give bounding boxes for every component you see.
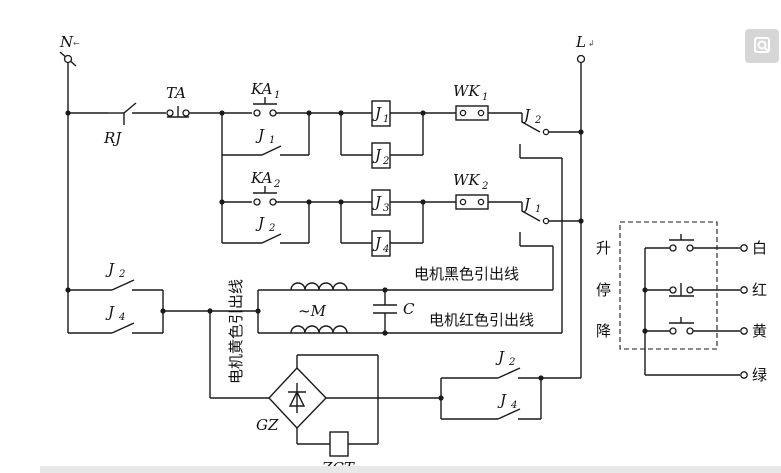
yellow-lead-label: 电机黄色引出线	[227, 279, 245, 384]
wk2-label: WK	[453, 171, 480, 189]
j4-left-label: J	[105, 303, 115, 321]
coil-j2-sub: 2	[382, 156, 389, 167]
j1-interlock-contact-mid	[519, 202, 584, 246]
j1-interlock-mid-label: J	[521, 195, 531, 213]
red-lead-label: 电机红色引出线	[429, 311, 534, 329]
remote-up-label: 升	[596, 239, 611, 257]
j2-holding-contact	[222, 199, 312, 244]
j2-left-label: J	[105, 260, 115, 278]
j1-interlock-mid-sub: 1	[535, 204, 541, 215]
black-lead-label: 电机黑色引出线	[414, 265, 519, 283]
remote-down-label: 降	[596, 322, 611, 340]
coil-j4-label: J	[372, 234, 382, 252]
remote-stop-label: 停	[596, 281, 611, 299]
ka2-label: KA	[250, 169, 273, 187]
ta-label: TA	[166, 84, 186, 102]
j1-holding-contact	[222, 110, 312, 156]
copy-image-button[interactable]	[745, 29, 779, 63]
j1-holding-label: J	[255, 126, 265, 144]
ka2-button	[253, 186, 372, 206]
coil-j4-sub: 4	[382, 244, 389, 255]
j2-interlock-contact-top	[519, 113, 584, 158]
coil-j1-label: J	[372, 104, 382, 122]
remote-white-label: 白	[752, 239, 767, 257]
rectifier-label: GZ	[256, 416, 279, 434]
motor-label: ~M	[298, 302, 327, 320]
copy-image-icon	[754, 37, 770, 53]
j4-bottom-sub: 4	[510, 400, 517, 411]
terminal-l-mark: ↲	[588, 39, 595, 48]
remote-yellow-label: 黄	[752, 322, 767, 340]
rj-thermal-contact	[108, 102, 166, 125]
j2-contact-bottom	[441, 367, 581, 379]
remote-green-label: 绿	[752, 366, 767, 384]
j4-left-sub: 4	[118, 312, 125, 323]
j2-interlock-top-label: J	[521, 106, 531, 124]
j2-interlock-top-sub: 2	[534, 115, 541, 126]
ka1-button	[253, 97, 372, 117]
capacitor	[373, 287, 397, 336]
j2-left-sub: 2	[118, 269, 125, 280]
rectifier-bridge	[268, 355, 327, 444]
ka1-sub: 1	[274, 90, 280, 101]
terminal-n-mark: ←	[73, 39, 80, 48]
j4-contact-bottom	[441, 375, 544, 420]
j2-bottom-label: J	[495, 348, 505, 366]
wk1-label: WK	[453, 82, 480, 100]
j2-contact-left	[65, 279, 163, 293]
j2-holding-label: J	[255, 214, 265, 232]
j4-bottom-label: J	[497, 391, 507, 409]
remote-red-label: 红	[752, 281, 767, 299]
coil-j2-label: J	[372, 146, 382, 164]
ta-button	[166, 106, 252, 118]
j1-holding-sub: 1	[269, 135, 275, 146]
ka2-sub: 2	[273, 179, 280, 190]
j4-contact-left	[68, 322, 163, 334]
ka1-label: KA	[250, 80, 273, 98]
j2-bottom-sub: 2	[508, 357, 515, 368]
brake-coil	[329, 431, 349, 457]
wk1-switch	[455, 105, 522, 121]
rail-l	[576, 54, 586, 378]
capacitor-label: C	[403, 300, 415, 318]
rj-label: RJ	[103, 129, 122, 147]
coil-j3-label: J	[372, 193, 382, 211]
terminal-l-label: L	[575, 33, 586, 51]
terminal-n-label: N	[59, 33, 74, 51]
coil-j1-sub: 1	[383, 114, 389, 125]
j2-holding-sub: 2	[268, 223, 275, 234]
motor-windings	[255, 282, 348, 334]
wk2-switch	[455, 194, 522, 210]
wk2-sub: 2	[481, 181, 488, 192]
remote-box	[619, 221, 748, 379]
coil-j3-sub: 3	[383, 203, 389, 214]
bottom-strip	[40, 466, 781, 473]
wk1-sub: 1	[482, 92, 488, 103]
